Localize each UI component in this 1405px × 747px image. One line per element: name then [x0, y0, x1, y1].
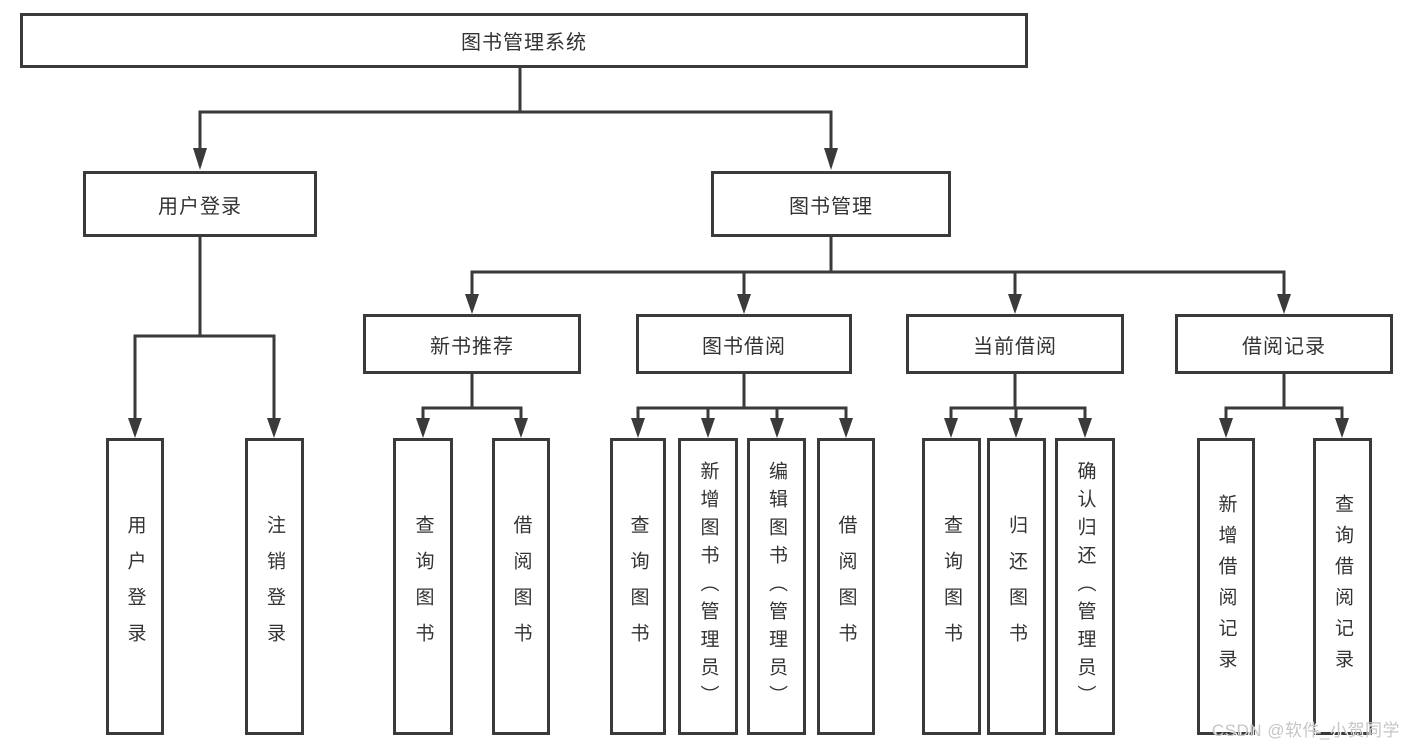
leaf-borrow-books: 借阅图书	[817, 438, 875, 735]
arrowhead-down	[1277, 294, 1291, 314]
arrowhead-down	[267, 418, 281, 438]
arrowhead-down	[839, 418, 853, 438]
leaf-label: 用户登录	[124, 514, 146, 659]
node-library-system: 图书管理系统	[20, 13, 1028, 68]
leaf-label: 编辑图书（管理员）	[766, 460, 787, 713]
arrowhead-down	[770, 418, 784, 438]
arrowhead-down	[1219, 418, 1233, 438]
leaf-user-login: 用户登录	[106, 438, 164, 735]
node-label: 图书管理系统	[461, 32, 587, 54]
leaf-add-borrow-record: 新增借阅记录	[1197, 438, 1255, 735]
leaf-label: 查询图书	[627, 514, 649, 659]
node-label: 当前借阅	[973, 335, 1057, 358]
leaf-borrow-books-recommend: 借阅图书	[492, 438, 550, 735]
leaf-query-borrow-record: 查询借阅记录	[1313, 438, 1372, 735]
arrowhead-down	[1335, 418, 1349, 438]
leaf-label: 确认归还（管理员）	[1074, 460, 1096, 713]
arrowhead-down	[416, 418, 430, 438]
arrowhead-down	[1009, 418, 1023, 438]
leaf-confirm-return-admin: 确认归还（管理员）	[1055, 438, 1115, 735]
arrowhead-down	[824, 148, 838, 170]
connectors-borrowing-records	[1219, 374, 1349, 438]
leaf-label: 借阅图书	[835, 514, 857, 659]
connectors-book-borrowing	[631, 374, 853, 438]
connectors-root	[193, 68, 838, 170]
connectors-current-borrowing	[944, 374, 1092, 438]
node-current-borrowing: 当前借阅	[906, 314, 1124, 374]
connectors-user-login	[128, 237, 281, 438]
node-label: 图书借阅	[702, 335, 786, 358]
arrowhead-down	[128, 418, 142, 438]
leaf-label: 新增借阅记录	[1215, 493, 1237, 680]
connectors-book-management	[465, 237, 1291, 314]
leaf-query-books-recommend: 查询图书	[393, 438, 453, 735]
node-new-book-recommendation: 新书推荐	[363, 314, 581, 374]
leaf-label: 新增图书（管理员）	[697, 460, 719, 713]
arrowhead-down	[701, 418, 715, 438]
csdn-watermark: CSDN @软件_小贺同学	[1211, 721, 1400, 740]
leaf-label: 归还图书	[1006, 514, 1027, 659]
node-label: 新书推荐	[430, 335, 514, 358]
arrowhead-down	[465, 294, 479, 314]
arrowhead-down	[631, 418, 645, 438]
leaf-edit-books-admin: 编辑图书（管理员）	[747, 438, 806, 735]
leaf-label: 查询图书	[412, 514, 434, 659]
arrowhead-down	[193, 148, 207, 170]
leaf-label: 借阅图书	[510, 514, 532, 659]
node-borrowing-records: 借阅记录	[1175, 314, 1393, 374]
node-label: 图书管理	[789, 195, 873, 218]
arrowhead-down	[1078, 418, 1092, 438]
leaf-logout: 注销登录	[245, 438, 304, 735]
arrowhead-down	[1008, 294, 1022, 314]
node-book-borrowing: 图书借阅	[636, 314, 852, 374]
leaf-add-books-admin: 新增图书（管理员）	[678, 438, 738, 735]
node-label: 借阅记录	[1242, 335, 1326, 358]
leaf-label: 注销登录	[264, 514, 285, 659]
node-book-management: 图书管理	[711, 171, 951, 237]
leaf-label: 查询图书	[941, 514, 962, 659]
node-label: 用户登录	[158, 195, 242, 218]
connectors-new-book-recommendation	[416, 374, 528, 438]
leaf-label: 查询借阅记录	[1332, 493, 1353, 680]
node-user-login: 用户登录	[83, 171, 317, 237]
leaf-return-books: 归还图书	[987, 438, 1046, 735]
arrowhead-down	[737, 294, 751, 314]
leaf-query-books-borrow: 查询图书	[610, 438, 666, 735]
arrowhead-down	[944, 418, 958, 438]
leaf-query-books-current: 查询图书	[922, 438, 981, 735]
arrowhead-down	[514, 418, 528, 438]
